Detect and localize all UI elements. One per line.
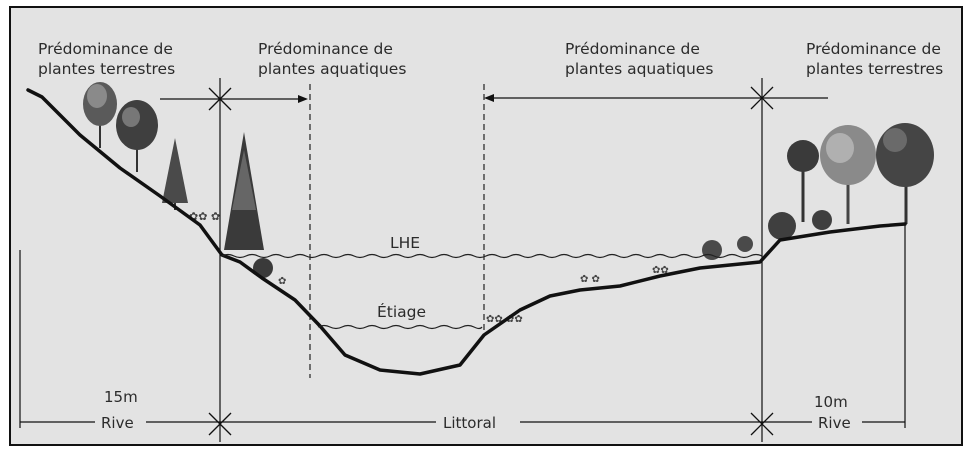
right-width-label: 10m: [814, 393, 848, 411]
label-left-terrestrial-line2: plantes terrestres: [38, 60, 175, 78]
diagram-frame: [9, 6, 963, 446]
left-aquatic-arrow: [160, 95, 308, 103]
svg-text:✿✿: ✿✿: [652, 265, 669, 276]
label-left-aquatic-line1: Prédominance de: [258, 40, 393, 58]
littoral-label: Littoral: [443, 414, 496, 432]
label-right-aquatic-line2: plantes aquatiques: [565, 60, 713, 78]
right-aquatic-arrow: [484, 94, 828, 102]
svg-text:✿ ✿: ✿ ✿: [580, 274, 600, 285]
cross-marker-top-left: [208, 87, 232, 111]
etiage-water-line: [317, 324, 483, 330]
label-left-aquatic-line2: plantes aquatiques: [258, 60, 406, 78]
label-right-terrestrial-line2: plantes terrestres: [806, 60, 943, 78]
terrain-profile: [26, 88, 907, 376]
lhe-label: LHE: [390, 234, 420, 252]
cross-marker-top-right: [750, 86, 774, 110]
left-bank-trees: ✿✿ ✿ ✿: [83, 82, 286, 287]
right-bank-trees: ✿ ✿ ✿✿ ✿✿ ✿✿: [486, 123, 934, 325]
lhe-water-line: [221, 253, 763, 259]
cross-marker-bottom-left: [208, 412, 232, 436]
label-right-terrestrial-line1: Prédominance de: [806, 40, 941, 58]
etiage-label: Étiage: [377, 302, 426, 321]
left-rive-label: Rive: [101, 414, 134, 432]
cross-marker-bottom-right: [750, 412, 774, 436]
label-left-terrestrial-line1: Prédominance de: [38, 40, 173, 58]
svg-text:✿✿ ✿: ✿✿ ✿: [189, 210, 220, 223]
label-right-aquatic-line1: Prédominance de: [565, 40, 700, 58]
svg-text:✿: ✿: [278, 276, 286, 287]
right-rive-label: Rive: [818, 414, 851, 432]
left-width-label: 15m: [104, 388, 138, 406]
